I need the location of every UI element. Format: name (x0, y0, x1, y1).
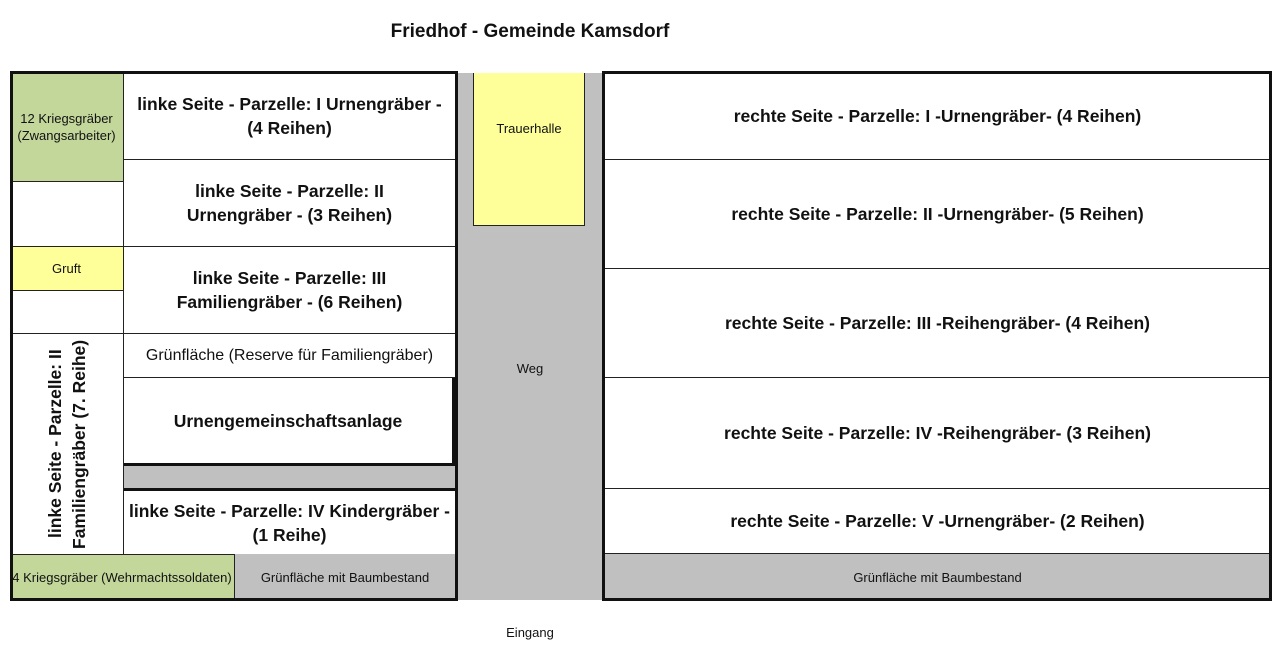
right-side-frame (602, 71, 1272, 601)
rechte-gruenflaeche-baumbestand: Grünfläche mit Baumbestand (605, 554, 1270, 600)
rechte-parzelle-5: rechte Seite - Parzelle: V -Urnengräber-… (605, 489, 1270, 554)
rechte-parzelle-4: rechte Seite - Parzelle: IV -Reihengräbe… (605, 378, 1270, 489)
rechte-parzelle-2: rechte Seite - Parzelle: II -Urnengräber… (605, 160, 1270, 269)
trauerhalle-label: Trauerhalle (496, 120, 562, 136)
weg-label: Weg (516, 360, 544, 376)
gruft-cell: Gruft (10, 247, 124, 291)
left-empty-cell-1 (10, 182, 124, 247)
linke-parzelle-4: linke Seite - Parzelle: IV Kindergräber … (124, 488, 458, 554)
parzelle-2-familiengraeber-vertical: linke Seite - Parzelle: II Familiengräbe… (10, 334, 124, 554)
linke-parzelle-2: linke Seite - Parzelle: II Urnengräber -… (124, 160, 455, 247)
linke-parzelle-3: linke Seite - Parzelle: III Familiengräb… (124, 247, 455, 334)
trauerhalle-block (473, 73, 585, 226)
kriegsgraeber-wehrmachtssoldaten: 4 Kriegsgräber (Wehrmachtssoldaten) (10, 554, 235, 600)
left-gap-strip (124, 466, 458, 488)
kriegsgraeber-zwangsarbeiter: 12 Kriegsgräber (Zwangsarbeiter) (10, 73, 124, 182)
rechte-parzelle-3: rechte Seite - Parzelle: III -Reihengräb… (605, 269, 1270, 378)
urnengemeinschaftsanlage: Urnengemeinschaftsanlage (124, 378, 455, 466)
left-side-frame (10, 71, 458, 601)
linke-parzelle-1: linke Seite - Parzelle: I Urnengräber - … (124, 73, 455, 160)
page-title: Friedhof - Gemeinde Kamsdorf (390, 21, 670, 42)
linke-gruenflaeche-baumbestand: Grünfläche mit Baumbestand (235, 554, 455, 600)
eingang-label: Eingang (506, 624, 554, 640)
gruenflaeche-reserve: Grünfläche (Reserve für Familiengräber) (124, 334, 455, 378)
left-empty-cell-2 (10, 291, 124, 334)
rechte-parzelle-1: rechte Seite - Parzelle: I -Urnengräber-… (605, 73, 1270, 160)
